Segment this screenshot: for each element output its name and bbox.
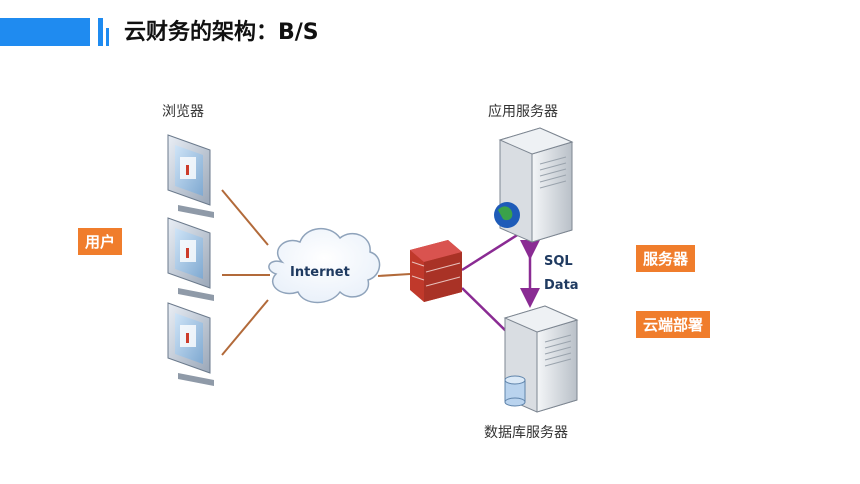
- database-cylinder-icon: [504, 375, 526, 407]
- tag-cloud-deploy: 云端部署: [636, 311, 711, 338]
- db-server-label: 数据库服务器: [484, 425, 568, 441]
- header-accent-stripe-small: [106, 28, 109, 46]
- db-server-icon: [503, 305, 579, 413]
- data-label: Data: [544, 278, 579, 293]
- client-monitor-1: [167, 134, 214, 218]
- header-accent-stripe: [98, 18, 103, 46]
- app-server-icon: [494, 127, 574, 243]
- link-client-3: [221, 299, 269, 356]
- client-monitor-2: [167, 217, 214, 301]
- header-accent-bar: [0, 18, 90, 46]
- server-links: [461, 230, 540, 336]
- sql-label: SQL: [544, 254, 573, 269]
- link-client-1: [221, 189, 269, 246]
- link-internet-firewall: [377, 273, 411, 277]
- client-links: [221, 189, 411, 356]
- internet-label: Internet: [290, 265, 350, 280]
- tag-server: 服务器: [636, 245, 696, 272]
- firewall-icon: [410, 240, 462, 302]
- app-server-label: 应用服务器: [488, 104, 558, 120]
- tag-user: 用户: [78, 228, 123, 255]
- link-firewall-appserver: [461, 230, 523, 272]
- internet-cloud: [268, 228, 381, 304]
- browser-label: 浏览器: [162, 104, 204, 120]
- client-monitor-3: [167, 302, 214, 386]
- page-title: 云财务的架构：B/S: [124, 20, 319, 45]
- link-firewall-dbserver: [461, 287, 511, 336]
